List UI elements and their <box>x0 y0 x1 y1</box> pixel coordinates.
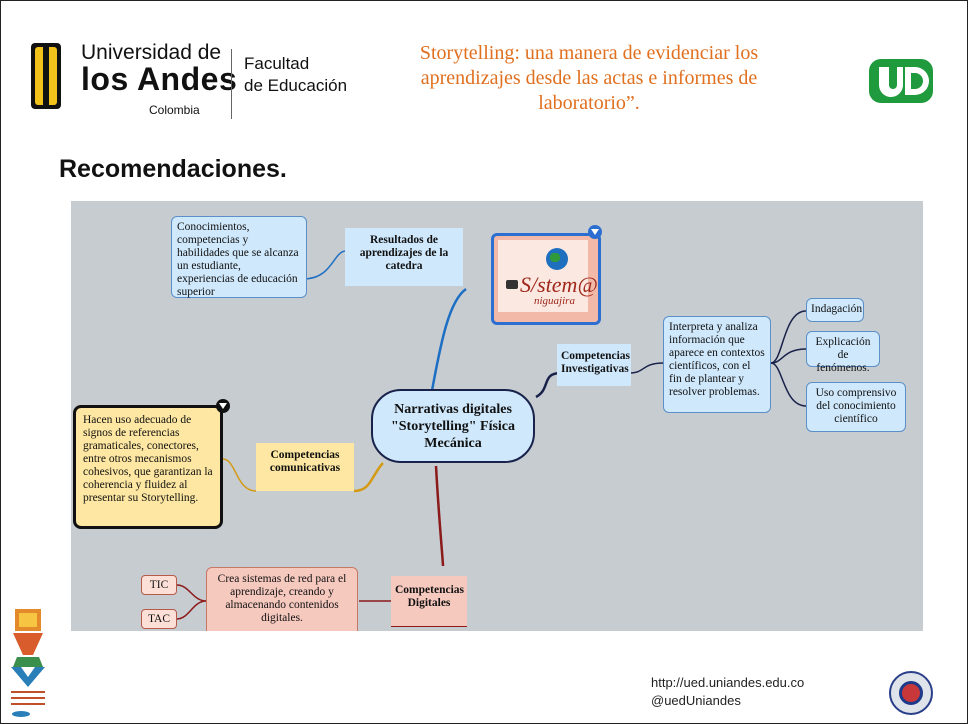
globe-icon <box>546 248 568 270</box>
connector-comunicativas-detail <box>222 458 257 492</box>
universidad-de-los-andes-logo: Universidad de los Andes Colombia <box>31 41 241 121</box>
comunicativas-detail-node[interactable]: Hacen uso adecuado de signos de referenc… <box>73 405 223 529</box>
connector-tic <box>176 584 207 602</box>
connector-investigativas-detail <box>628 362 665 374</box>
central-node[interactable]: Narrativas digitales "Storytelling" Físi… <box>371 389 535 463</box>
digitales-node[interactable]: Competencias Digitales <box>391 576 467 626</box>
shield-icon <box>31 43 61 109</box>
header-divider <box>231 49 232 119</box>
mind-map-connectors <box>176 250 807 627</box>
investigativas-detail-node[interactable]: Interpreta y analiza información que apa… <box>663 316 771 413</box>
presentation-title: Storytelling: una manera de evidenciar l… <box>419 42 759 114</box>
item-explicacion[interactable]: Explicación de fenómenos. <box>806 331 880 374</box>
collapse-toggle-icon[interactable] <box>588 225 602 239</box>
university-name-line2: los Andes <box>81 61 238 97</box>
connector-comunicativas <box>353 462 384 493</box>
collapse-toggle-icon[interactable] <box>216 399 230 413</box>
ud-logo-icon <box>869 59 933 103</box>
comunicativas-node[interactable]: Competencias comunicativas <box>256 443 354 491</box>
sistemas-uniguajira-logo: S/stem@s niguajira <box>491 233 601 325</box>
mind-map: Conocimientos, competencias y habilidade… <box>71 201 923 631</box>
faculty-name: Facultad de Educación <box>244 53 347 97</box>
connector-investigativas <box>535 371 562 399</box>
investigativas-node[interactable]: Competencias Investigativas <box>557 344 631 386</box>
connector-item-1 <box>770 310 807 364</box>
resultados-detail-node[interactable]: Conocimientos, competencias y habilidade… <box>171 216 307 298</box>
connector-item-2 <box>770 348 807 364</box>
section-title: Recomendaciones. <box>59 155 287 183</box>
connector-resultados <box>429 287 467 397</box>
footer-handle[interactable]: @uedUniandes <box>651 693 741 708</box>
tac-node[interactable]: TAC <box>141 609 177 629</box>
connector-item-3 <box>770 362 807 407</box>
faculty-line1: Facultad <box>244 54 310 73</box>
item-indagacion[interactable]: Indagación <box>806 298 864 322</box>
tic-node[interactable]: TIC <box>141 575 177 595</box>
connector-tac <box>176 600 207 620</box>
sistemas-logo-text: S/stem@s <box>520 272 601 297</box>
faculty-line2: de Educación <box>244 76 348 95</box>
footer-url[interactable]: http://ued.uniandes.edu.co <box>651 675 805 690</box>
universidad-de-la-guajira-logo <box>11 609 45 717</box>
university-country: Colombia <box>149 103 200 117</box>
item-uso-comprensivo[interactable]: Uso comprensivo del conocimiento científ… <box>806 382 906 432</box>
institution-seal-icon <box>889 671 933 715</box>
connector-digitales <box>434 465 445 567</box>
university-name-line1: Universidad de <box>81 41 222 64</box>
resultados-node[interactable]: Resultados de aprendizajes de la catedra <box>345 228 463 286</box>
connector-resultados-detail <box>302 250 347 280</box>
camera-icon <box>506 280 518 289</box>
sistemas-logo-subtext: niguajira <box>534 295 575 307</box>
digitales-detail-node[interactable]: Crea sistemas de red para el aprendizaje… <box>206 567 358 631</box>
